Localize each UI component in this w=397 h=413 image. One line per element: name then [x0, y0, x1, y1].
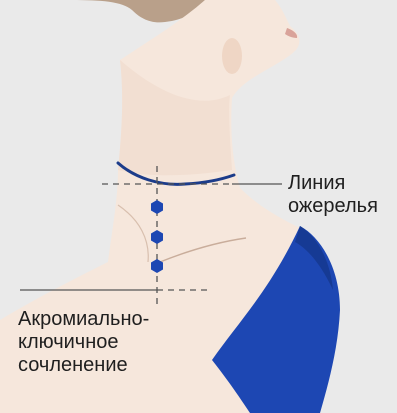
necklace-line-label: Линия ожерелья: [288, 172, 396, 218]
necklace-line-label-line-2: ожерелья: [288, 195, 396, 218]
joint-label-line-2: ключичное: [18, 331, 198, 354]
joint-label-line-3: сочленение: [18, 354, 198, 377]
necklace-line-label-line-1: Линия: [288, 172, 396, 195]
joint-label-line-1: Акромиально-: [18, 308, 198, 331]
acromioclavicular-joint-label: Акромиально- ключичное сочленение: [18, 308, 198, 377]
ear: [222, 38, 242, 74]
hexagon-markers: [151, 200, 163, 273]
